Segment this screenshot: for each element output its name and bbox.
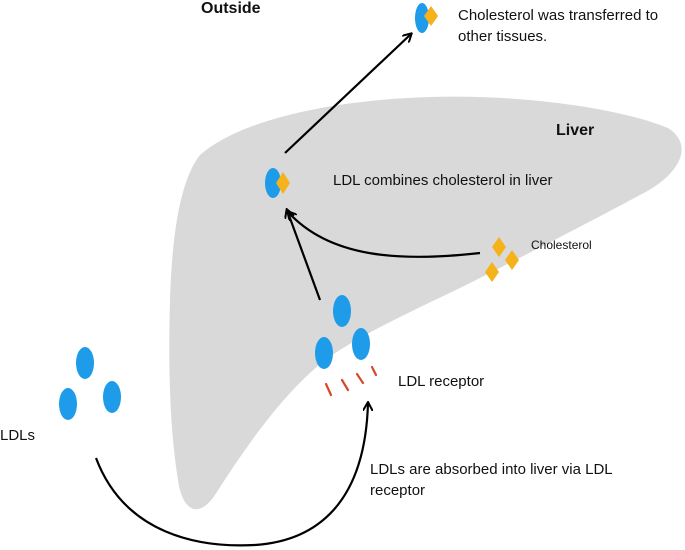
ldl-cholesterol-complex-outside [415, 3, 438, 33]
ldl-particles-inside [315, 295, 370, 369]
liver-label: Liver [556, 122, 595, 139]
transferred-text: Cholesterol was transferred to other tis… [458, 7, 659, 45]
arrow-cholesterol-to-ldl [288, 212, 481, 258]
liver-shape [169, 96, 682, 510]
absorbed-text: LDLs are absorbed into liver via LDL rec… [370, 461, 613, 499]
ldl-particles-outside [59, 347, 121, 420]
ldls-label: LDLs [0, 427, 36, 444]
ldl-receptor [324, 365, 378, 397]
arrow-ldl-up [287, 210, 322, 301]
cholesterol-icon [485, 237, 519, 282]
combines-text: LDL combines cholesterol in liver [333, 172, 553, 189]
ldl-receptor-label: LDL receptor [398, 373, 485, 390]
arrow-to-outside [284, 34, 411, 154]
arrow-absorption [94, 403, 368, 547]
cholesterol-label: Cholesterol [531, 238, 592, 252]
ldl-cholesterol-complex-liver [265, 168, 290, 198]
outside-label: Outside [201, 0, 261, 17]
